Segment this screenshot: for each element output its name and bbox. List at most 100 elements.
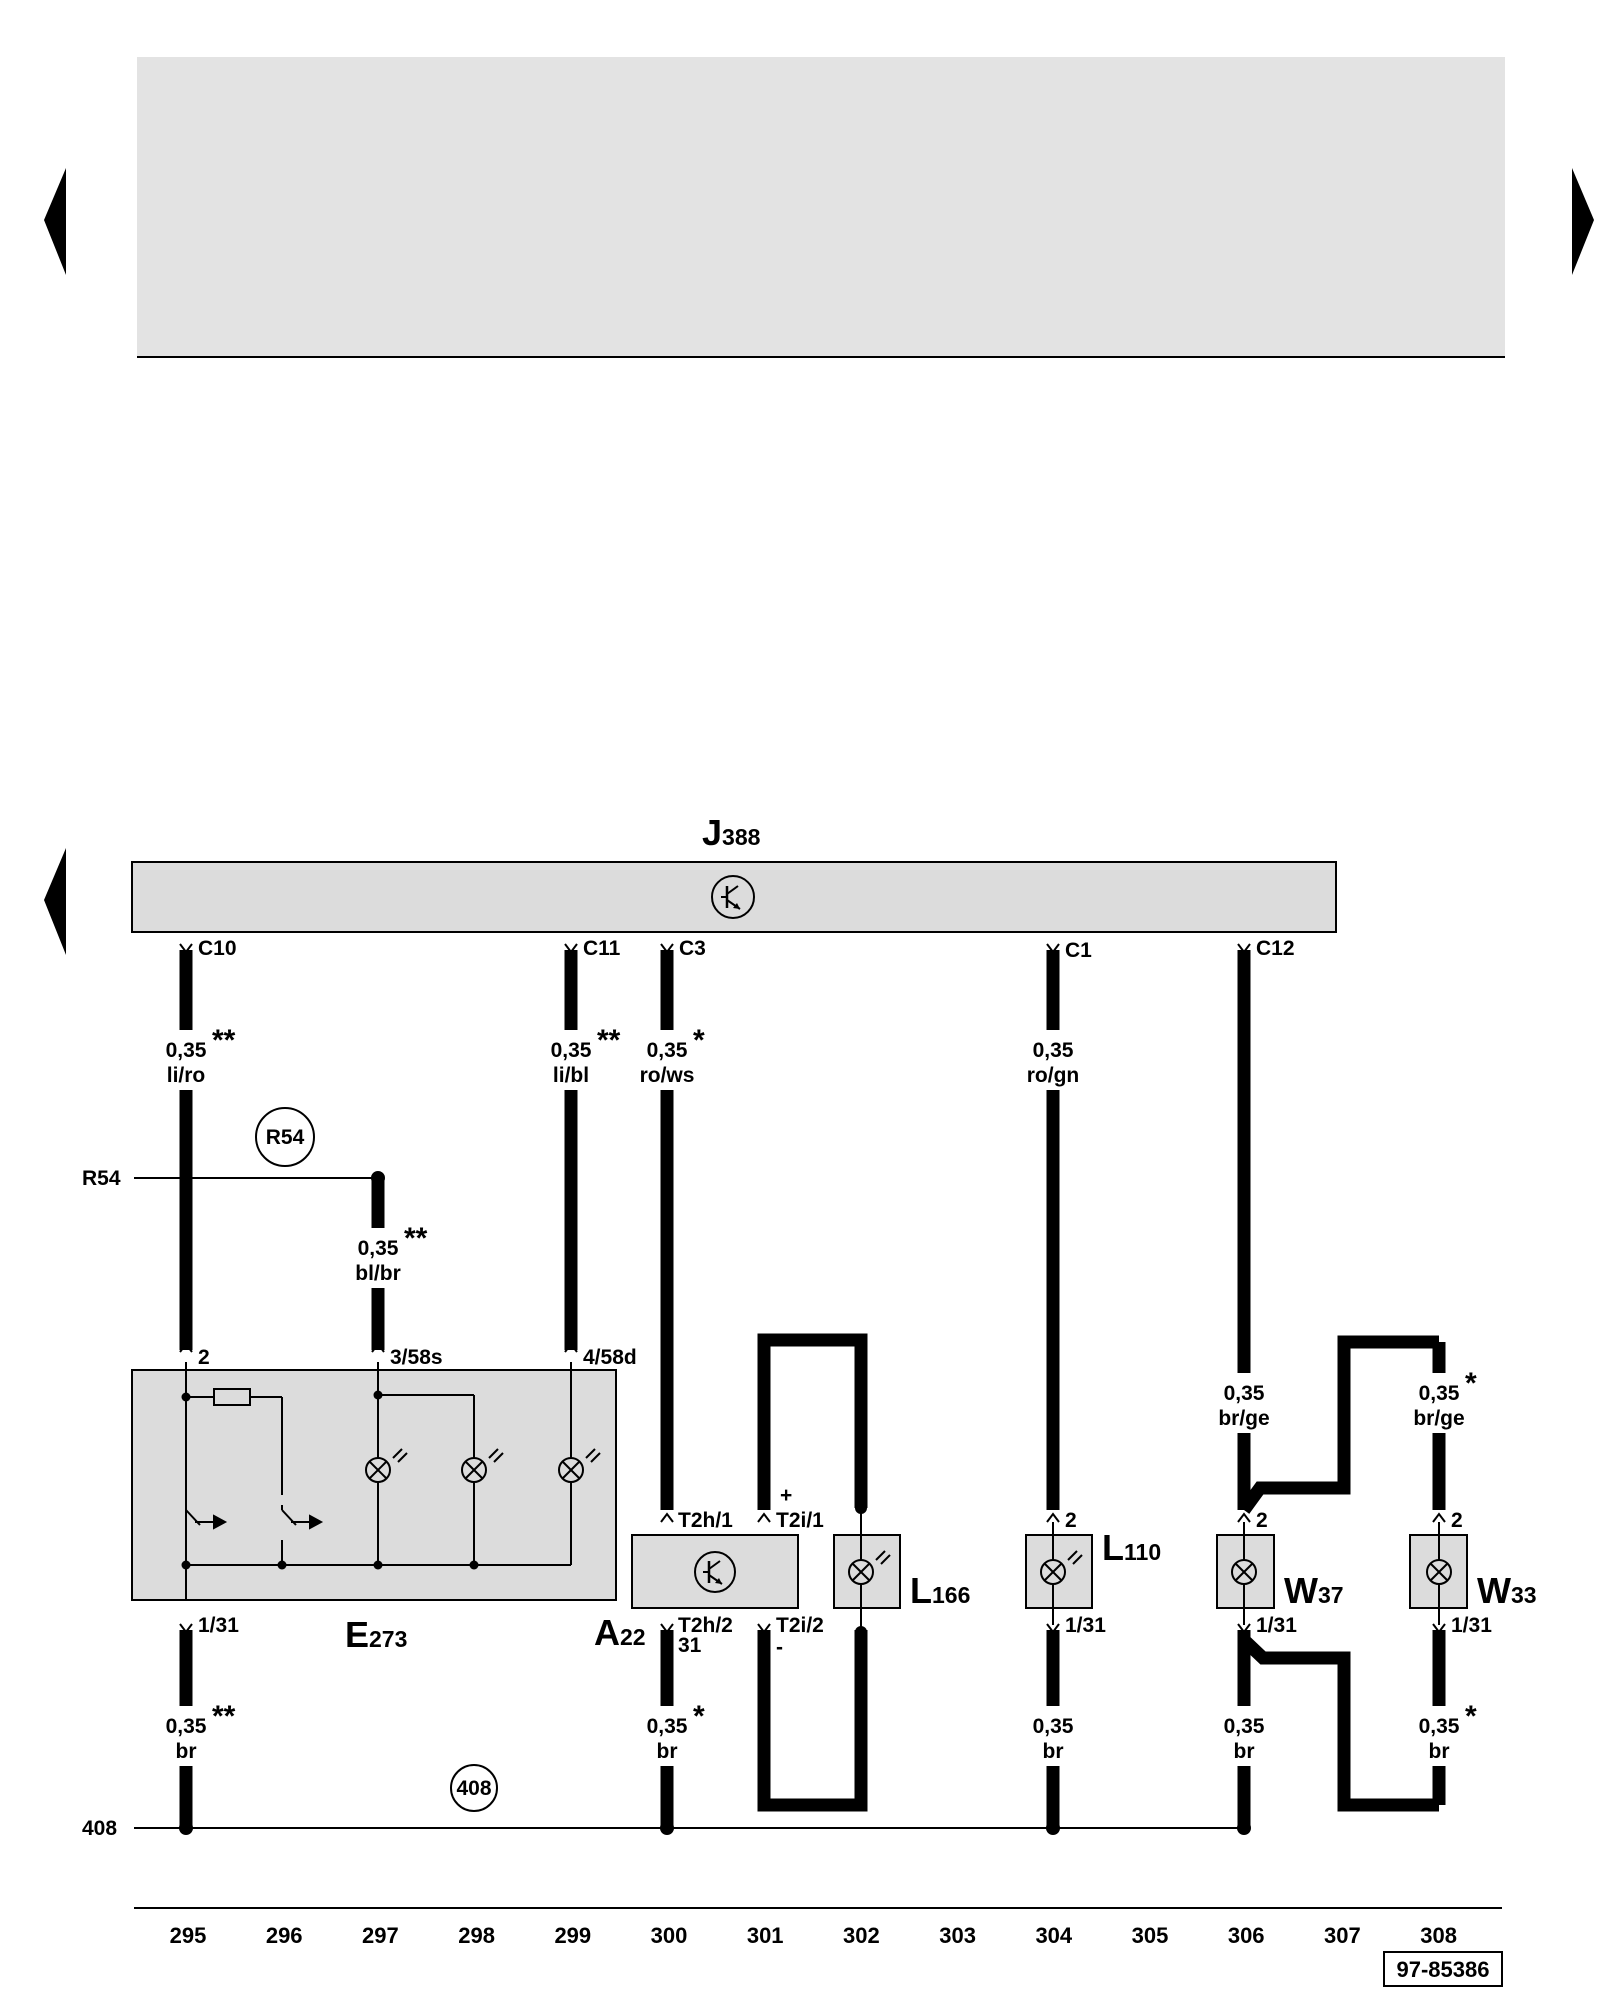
j388-label: J388 (702, 812, 761, 853)
ref-code-box (1383, 1951, 1503, 1987)
pin-a22-t2h1: T2h/1 (678, 1509, 733, 1532)
pin-l110-131: 1/31 (1065, 1614, 1106, 1637)
wire-labels: 0,35 li/ro 0,35 li/bl 0,35 ro/ws 0,35 ro… (166, 1039, 1465, 1763)
a22-box (631, 1534, 799, 1609)
wire-l110-gnd-color: br (1043, 1740, 1064, 1763)
pin-a22-minus: - (776, 1636, 783, 1659)
pin-l110-2: 2 (1065, 1509, 1077, 1532)
wire-e273-gnd-size: 0,35 (166, 1715, 207, 1738)
column-number: 296 (266, 1923, 303, 1948)
junction-dots (179, 1171, 1251, 1835)
l166-label: L166 (910, 1570, 970, 1611)
ground-408-label: 408 (82, 1817, 117, 1840)
pin-c3: C3 (679, 937, 706, 960)
w37-lamp-icon (1231, 1522, 1257, 1625)
wire-w33-gnd-color: br (1429, 1740, 1450, 1763)
wire-c10-color: li/ro (167, 1064, 206, 1087)
column-number: 303 (939, 1923, 976, 1948)
r54-circle-label: R54 (266, 1126, 305, 1149)
column-number: 306 (1228, 1923, 1265, 1948)
wire-w37-gnd-color: br (1234, 1740, 1255, 1763)
pin-c10: C10 (198, 937, 237, 960)
column-number: 301 (747, 1923, 784, 1948)
pin-c1: C1 (1065, 939, 1092, 962)
column-number: 308 (1420, 1923, 1457, 1948)
wire-c3-size: 0,35 (647, 1039, 688, 1062)
wire-w37-top-color: br/ge (1218, 1407, 1269, 1430)
wire-c10-stars: ** (212, 1024, 236, 1057)
a22-electronic-symbol-icon (694, 1551, 736, 1593)
j388-box (131, 861, 1337, 933)
pin-w37-2: 2 (1256, 1509, 1268, 1532)
wire-c3-stars: * (693, 1024, 705, 1057)
wire-a22-l166-bottom (757, 1630, 868, 1812)
wire-label-backgrounds (160, 1030, 1465, 1766)
pin-e273-3: 3/58s (390, 1346, 443, 1369)
j388-electronic-symbol-icon (711, 875, 755, 919)
pin-a22-plus: + (780, 1484, 792, 1507)
r54-circle (255, 1107, 315, 1167)
column-number: 300 (651, 1923, 688, 1948)
prev-page-arrow-top[interactable] (44, 168, 66, 275)
e273-box (131, 1369, 617, 1601)
column-number: 298 (458, 1923, 495, 1948)
pin-e273-4: 4/58d (583, 1346, 637, 1369)
l166-lamp-icon (848, 1510, 891, 1630)
wire-c11-stars: ** (597, 1024, 621, 1057)
pin-c12: C12 (1256, 937, 1295, 960)
column-number: 305 (1132, 1923, 1169, 1948)
prev-page-arrow-bottom[interactable] (44, 848, 66, 955)
pin-c11: C11 (583, 937, 621, 960)
l110-lamp-icon (1040, 1522, 1083, 1625)
column-number: 302 (843, 1923, 880, 1948)
e273-lamp-1-icon (365, 1448, 408, 1483)
wire-a22-l166-top (757, 1333, 868, 1510)
wire-w37-w33-top (1238, 1335, 1439, 1514)
e273-lamp-2-icon (461, 1448, 504, 1483)
pin-a22-t2i2: T2i/2 (776, 1614, 824, 1637)
wire-a22-gnd-color: br (657, 1740, 678, 1763)
column-number: 304 (1035, 1923, 1072, 1948)
column-number: 297 (362, 1923, 399, 1948)
top-panel (137, 57, 1505, 357)
wire-w33-top-color: br/ge (1413, 1407, 1464, 1430)
e273-lamp-3-icon (558, 1448, 601, 1483)
wire-r54-color: bl/br (355, 1262, 401, 1285)
pin-w33-2: 2 (1451, 1509, 1463, 1532)
wire-c10-size: 0,35 (166, 1039, 207, 1062)
wire-e273-gnd-color: br (176, 1740, 197, 1763)
l110-label: L110 (1102, 1527, 1161, 1568)
wire-w37-w33-bottom (1239, 1635, 1439, 1812)
wire-l110-gnd-size: 0,35 (1033, 1715, 1074, 1738)
wire-e273-gnd-stars: ** (212, 1700, 236, 1733)
pin-w33-131: 1/31 (1451, 1614, 1492, 1637)
pin-a22-t2h2: T2h/2 (678, 1614, 733, 1637)
next-page-arrow-top[interactable] (1572, 168, 1594, 275)
wire-a22-gnd-stars: * (693, 1700, 705, 1733)
wire-w33-gnd-stars: * (1465, 1700, 1477, 1733)
ground-408-circle-label: 408 (456, 1777, 491, 1800)
w33-label: W33 (1477, 1570, 1537, 1611)
wire-r54-size: 0,35 (358, 1237, 399, 1260)
e273-label: E273 (345, 1614, 407, 1655)
a22-label: A22 (594, 1612, 646, 1653)
pin-a22-31: 31 (678, 1634, 702, 1657)
wire-c11-color: li/bl (553, 1064, 589, 1087)
l110-box (1025, 1534, 1093, 1609)
pin-a22-t2i1: T2i/1 (776, 1509, 824, 1532)
wire-stars: ** ** * ** * ** * * (212, 1024, 1477, 1733)
w33-lamp-icon (1426, 1522, 1452, 1625)
e273-nodes (181, 1390, 479, 1570)
w37-label: W37 (1284, 1570, 1344, 1611)
ref-code: 97-85386 (1397, 1957, 1490, 1982)
wire-w33-top-stars: * (1465, 1367, 1477, 1400)
wire-w33-gnd-size: 0,35 (1419, 1715, 1460, 1738)
pin-e273-131: 1/31 (198, 1614, 239, 1637)
r54-label: R54 (82, 1167, 121, 1190)
wire-w33-top-size: 0,35 (1419, 1382, 1460, 1405)
pin-labels: C10 C11 C3 C1 C12 2 3/58s 4/58d 1/31 + T… (198, 937, 1492, 1659)
wire-c1-size: 0,35 (1033, 1039, 1074, 1062)
wire-c3-color: ro/ws (640, 1064, 695, 1087)
